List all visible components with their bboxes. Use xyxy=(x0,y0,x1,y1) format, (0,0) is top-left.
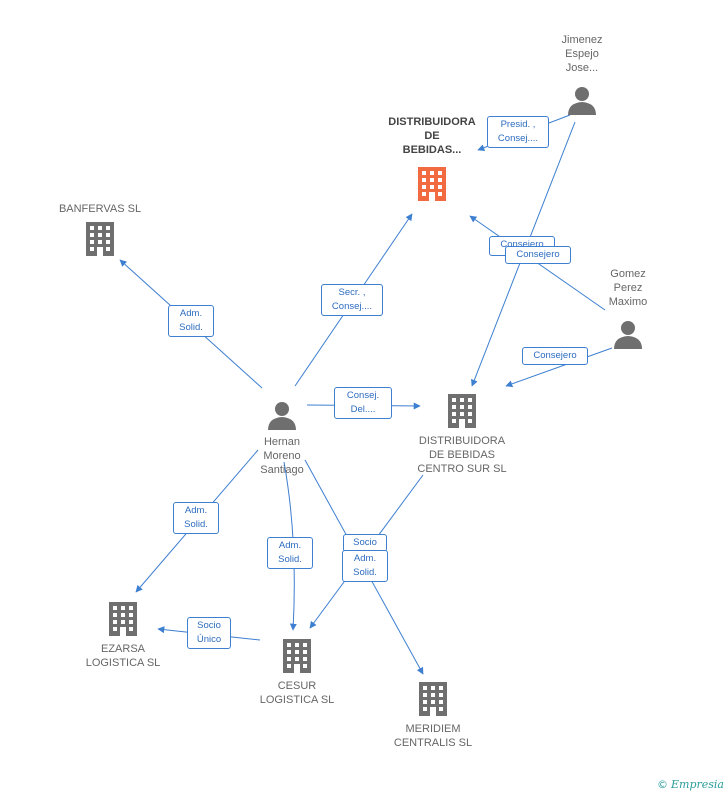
relation-secr-consej[interactable]: Secr. , Consej.... xyxy=(321,284,383,316)
node-banfervas[interactable]: BANFERVAS SL xyxy=(48,202,152,258)
relation-consejero-jimenez[interactable]: Consejero xyxy=(505,246,571,264)
node-label: Hernan Moreno Santiago xyxy=(260,436,304,476)
person-icon xyxy=(568,87,596,115)
copyright-icon: © xyxy=(657,778,668,791)
node-label: DISTRIBUIDORA DE BEBIDAS CENTRO SUR SL xyxy=(417,435,507,475)
node-label: BANFERVAS SL xyxy=(58,203,142,215)
building-icon xyxy=(86,222,114,256)
person-icon xyxy=(614,321,642,349)
node-distribuidora-centro-sur[interactable]: DISTRIBUIDORA DE BEBIDAS CENTRO SUR SL xyxy=(402,392,522,476)
relation-adm-solid-banfervas[interactable]: Adm. Solid. xyxy=(168,305,214,337)
node-label: MERIDIEM CENTRALIS SL xyxy=(393,723,473,749)
node-label: CESUR LOGISTICA SL xyxy=(259,680,335,706)
node-label: DISTRIBUIDORA DE BEBIDAS... xyxy=(388,116,476,156)
relation-adm-solid-meridiem[interactable]: Adm. Solid. xyxy=(342,550,388,582)
relation-adm-solid-ezarsa[interactable]: Adm. Solid. xyxy=(173,502,219,534)
node-label: EZARSA LOGISTICA SL xyxy=(85,643,161,669)
node-label: Jimenez Espejo Jose... xyxy=(561,34,603,74)
relation-consej-del[interactable]: Consej. Del.... xyxy=(334,387,392,419)
relation-adm-solid-cesur[interactable]: Adm. Solid. xyxy=(267,537,313,569)
building-icon xyxy=(109,602,137,636)
node-cesur-logistica[interactable]: CESUR LOGISTICA SL xyxy=(242,637,352,707)
node-meridiem-centralis[interactable]: MERIDIEM CENTRALIS SL xyxy=(378,680,488,750)
node-distribuidora-de-bebidas[interactable]: DISTRIBUIDORA DE BEBIDAS... xyxy=(372,115,492,203)
node-jimenez-espejo-jose[interactable]: Jimenez Espejo Jose... xyxy=(540,33,624,115)
node-ezarsa-logistica[interactable]: EZARSA LOGISTICA SL xyxy=(68,600,178,670)
node-hernan-moreno-santiago[interactable]: Hernan Moreno Santiago xyxy=(240,400,324,477)
brand-name: Empresia xyxy=(671,778,724,791)
node-label: Gomez Perez Maximo xyxy=(608,268,648,308)
empresia-logo[interactable]: ©Empresia xyxy=(657,778,724,791)
relation-consejero-gomez[interactable]: Consejero xyxy=(522,347,588,365)
person-icon xyxy=(268,402,296,430)
building-icon xyxy=(418,167,446,201)
node-gomez-perez-maximo[interactable]: Gomez Perez Maximo xyxy=(590,267,666,349)
edge-gomez-centro-sur xyxy=(505,347,613,388)
building-icon xyxy=(419,682,447,716)
building-icon xyxy=(448,394,476,428)
relation-socio-unico[interactable]: Socio Único xyxy=(187,617,231,649)
building-icon xyxy=(283,639,311,673)
relation-presid-consej[interactable]: Presid. , Consej.... xyxy=(487,116,549,148)
